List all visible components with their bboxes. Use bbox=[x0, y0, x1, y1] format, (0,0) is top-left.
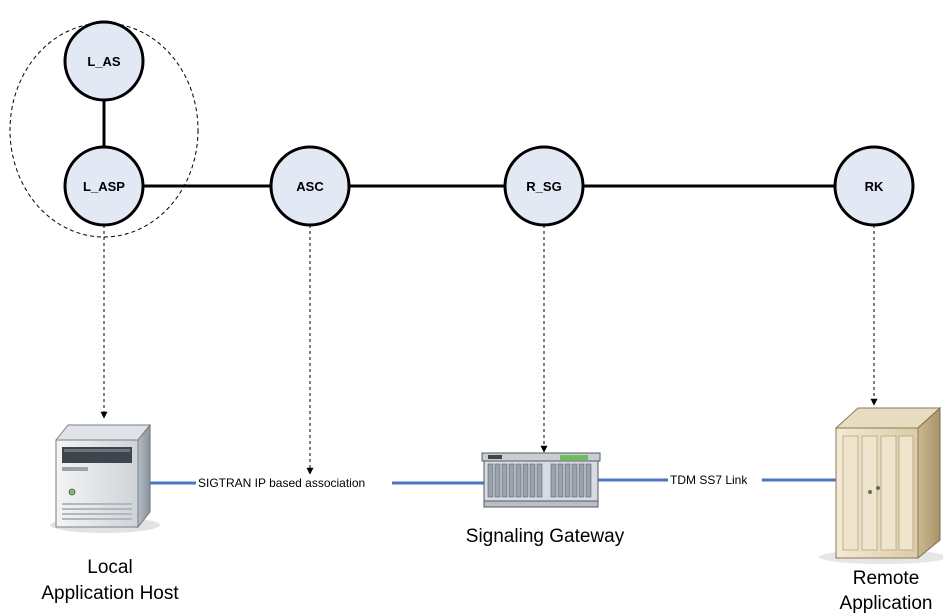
node-asc-label: ASC bbox=[296, 179, 324, 194]
sigtran-link-label: SIGTRAN IP based association bbox=[198, 476, 365, 490]
node-rk: RK bbox=[833, 145, 915, 227]
tdm-link-label: TDM SS7 Link bbox=[670, 473, 748, 487]
node-l-as: L_AS bbox=[63, 20, 145, 102]
node-rk-label: RK bbox=[865, 179, 884, 194]
local-server-icon bbox=[50, 423, 160, 533]
signaling-gateway-icon bbox=[481, 452, 601, 508]
local-host-label-line1: Local bbox=[87, 557, 132, 578]
node-l-asp: L_ASP bbox=[63, 145, 145, 227]
node-r-sg-label: R_SG bbox=[526, 179, 561, 194]
node-l-asp-label: L_ASP bbox=[83, 179, 125, 194]
local-host-label-line2: Application Host bbox=[41, 583, 179, 604]
remote-app-label-line1: Remote bbox=[853, 568, 920, 589]
node-l-as-label: L_AS bbox=[87, 54, 121, 69]
tdm-label-bg bbox=[668, 471, 762, 488]
gateway-slots bbox=[487, 463, 592, 498]
node-r-sg: R_SG bbox=[503, 145, 585, 227]
signaling-gateway-label: Signaling Gateway bbox=[466, 526, 625, 547]
remote-server-icon bbox=[819, 406, 943, 564]
sigtran-label-bg bbox=[196, 474, 392, 491]
remote-app-label-line2: Application bbox=[840, 593, 933, 613]
node-asc: ASC bbox=[269, 145, 351, 227]
